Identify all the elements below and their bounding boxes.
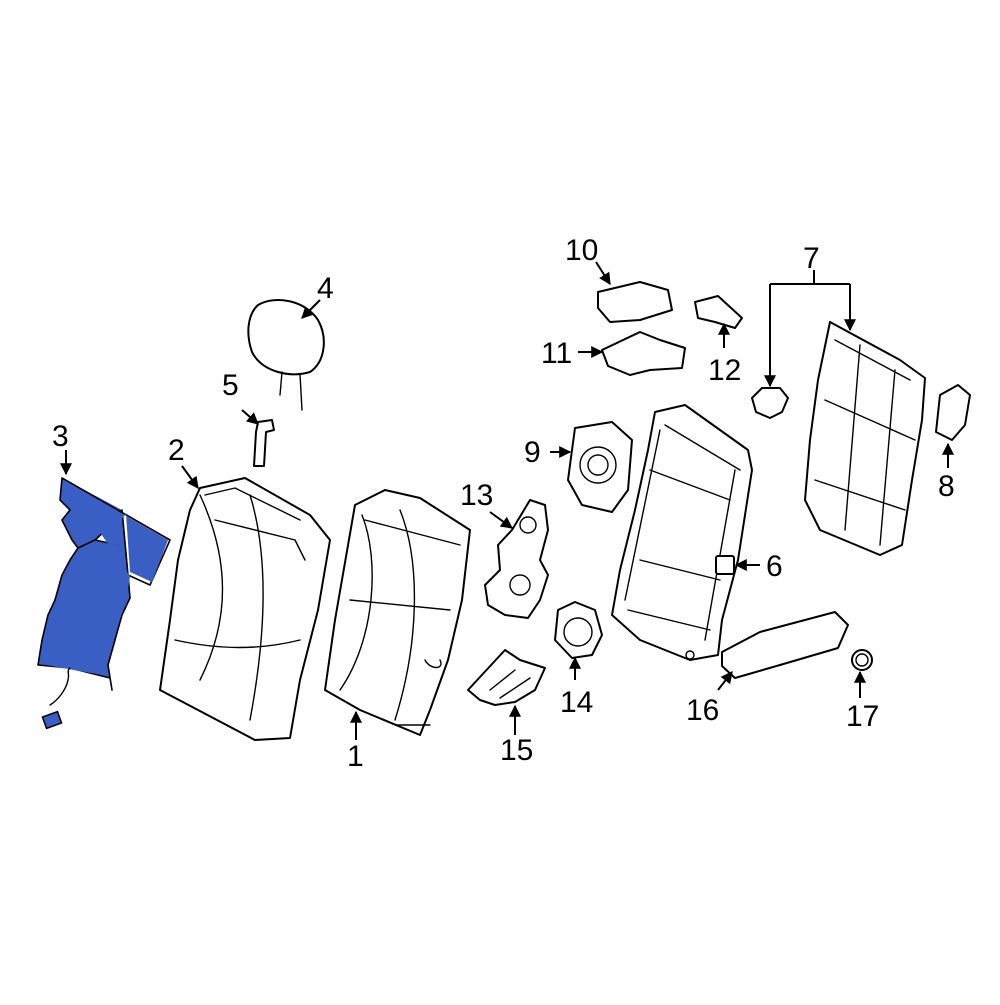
leader-10 bbox=[595, 261, 611, 286]
callout-9[interactable]: 9 bbox=[524, 436, 541, 469]
callout-16[interactable]: 16 bbox=[686, 694, 719, 727]
leader-16 bbox=[717, 671, 733, 691]
part-1-seatback-pad[interactable] bbox=[324, 489, 471, 736]
part-17-button[interactable] bbox=[851, 649, 873, 671]
part-5-headrest-guide[interactable] bbox=[253, 419, 275, 467]
callout-13[interactable]: 13 bbox=[460, 479, 493, 512]
part-8-hook[interactable] bbox=[935, 384, 971, 441]
callout-1[interactable]: 1 bbox=[347, 740, 364, 773]
leader-4 bbox=[301, 299, 321, 319]
callout-12[interactable]: 12 bbox=[708, 354, 741, 387]
part-4-headrest[interactable] bbox=[247, 299, 325, 411]
callout-17[interactable]: 17 bbox=[846, 700, 879, 733]
callout-8[interactable]: 8 bbox=[938, 470, 955, 503]
leader-7 bbox=[769, 270, 851, 384]
callout-15[interactable]: 15 bbox=[500, 734, 533, 767]
part-15-lower-bracket[interactable] bbox=[467, 649, 546, 706]
leader-5 bbox=[241, 409, 259, 425]
part-10-hinge-cover[interactable] bbox=[597, 281, 673, 323]
part-9-cover-plate[interactable] bbox=[567, 421, 633, 513]
part-3-heater-pad[interactable] bbox=[37, 477, 171, 730]
callout-11[interactable]: 11 bbox=[541, 337, 572, 370]
part-14-recliner-knob[interactable] bbox=[554, 601, 603, 659]
callout-labels: 3 2 4 5 1 13 15 9 10 11 12 14 6 7 8 16 1… bbox=[52, 234, 955, 773]
part-7-back-board[interactable] bbox=[751, 321, 926, 556]
part-12-cap[interactable] bbox=[694, 295, 743, 329]
leader-13 bbox=[489, 511, 513, 529]
part-6-clip[interactable] bbox=[715, 555, 735, 575]
seatback-frame bbox=[611, 404, 753, 661]
callout-4[interactable]: 4 bbox=[317, 272, 334, 305]
callout-5[interactable]: 5 bbox=[222, 369, 239, 402]
callout-6[interactable]: 6 bbox=[766, 550, 783, 583]
callout-2[interactable]: 2 bbox=[168, 434, 185, 467]
part-16-armrest[interactable] bbox=[721, 611, 849, 679]
part-13-recliner-bracket[interactable] bbox=[484, 499, 549, 619]
callout-14[interactable]: 14 bbox=[560, 686, 593, 719]
part-2-seatback-cover[interactable] bbox=[159, 477, 331, 741]
leader-lines bbox=[60, 261, 954, 740]
part-11-hinge-cover-lower[interactable] bbox=[601, 331, 686, 376]
leader-2 bbox=[181, 465, 199, 489]
callout-7[interactable]: 7 bbox=[803, 242, 820, 275]
callout-10[interactable]: 10 bbox=[565, 234, 598, 267]
callout-3[interactable]: 3 bbox=[52, 420, 69, 453]
